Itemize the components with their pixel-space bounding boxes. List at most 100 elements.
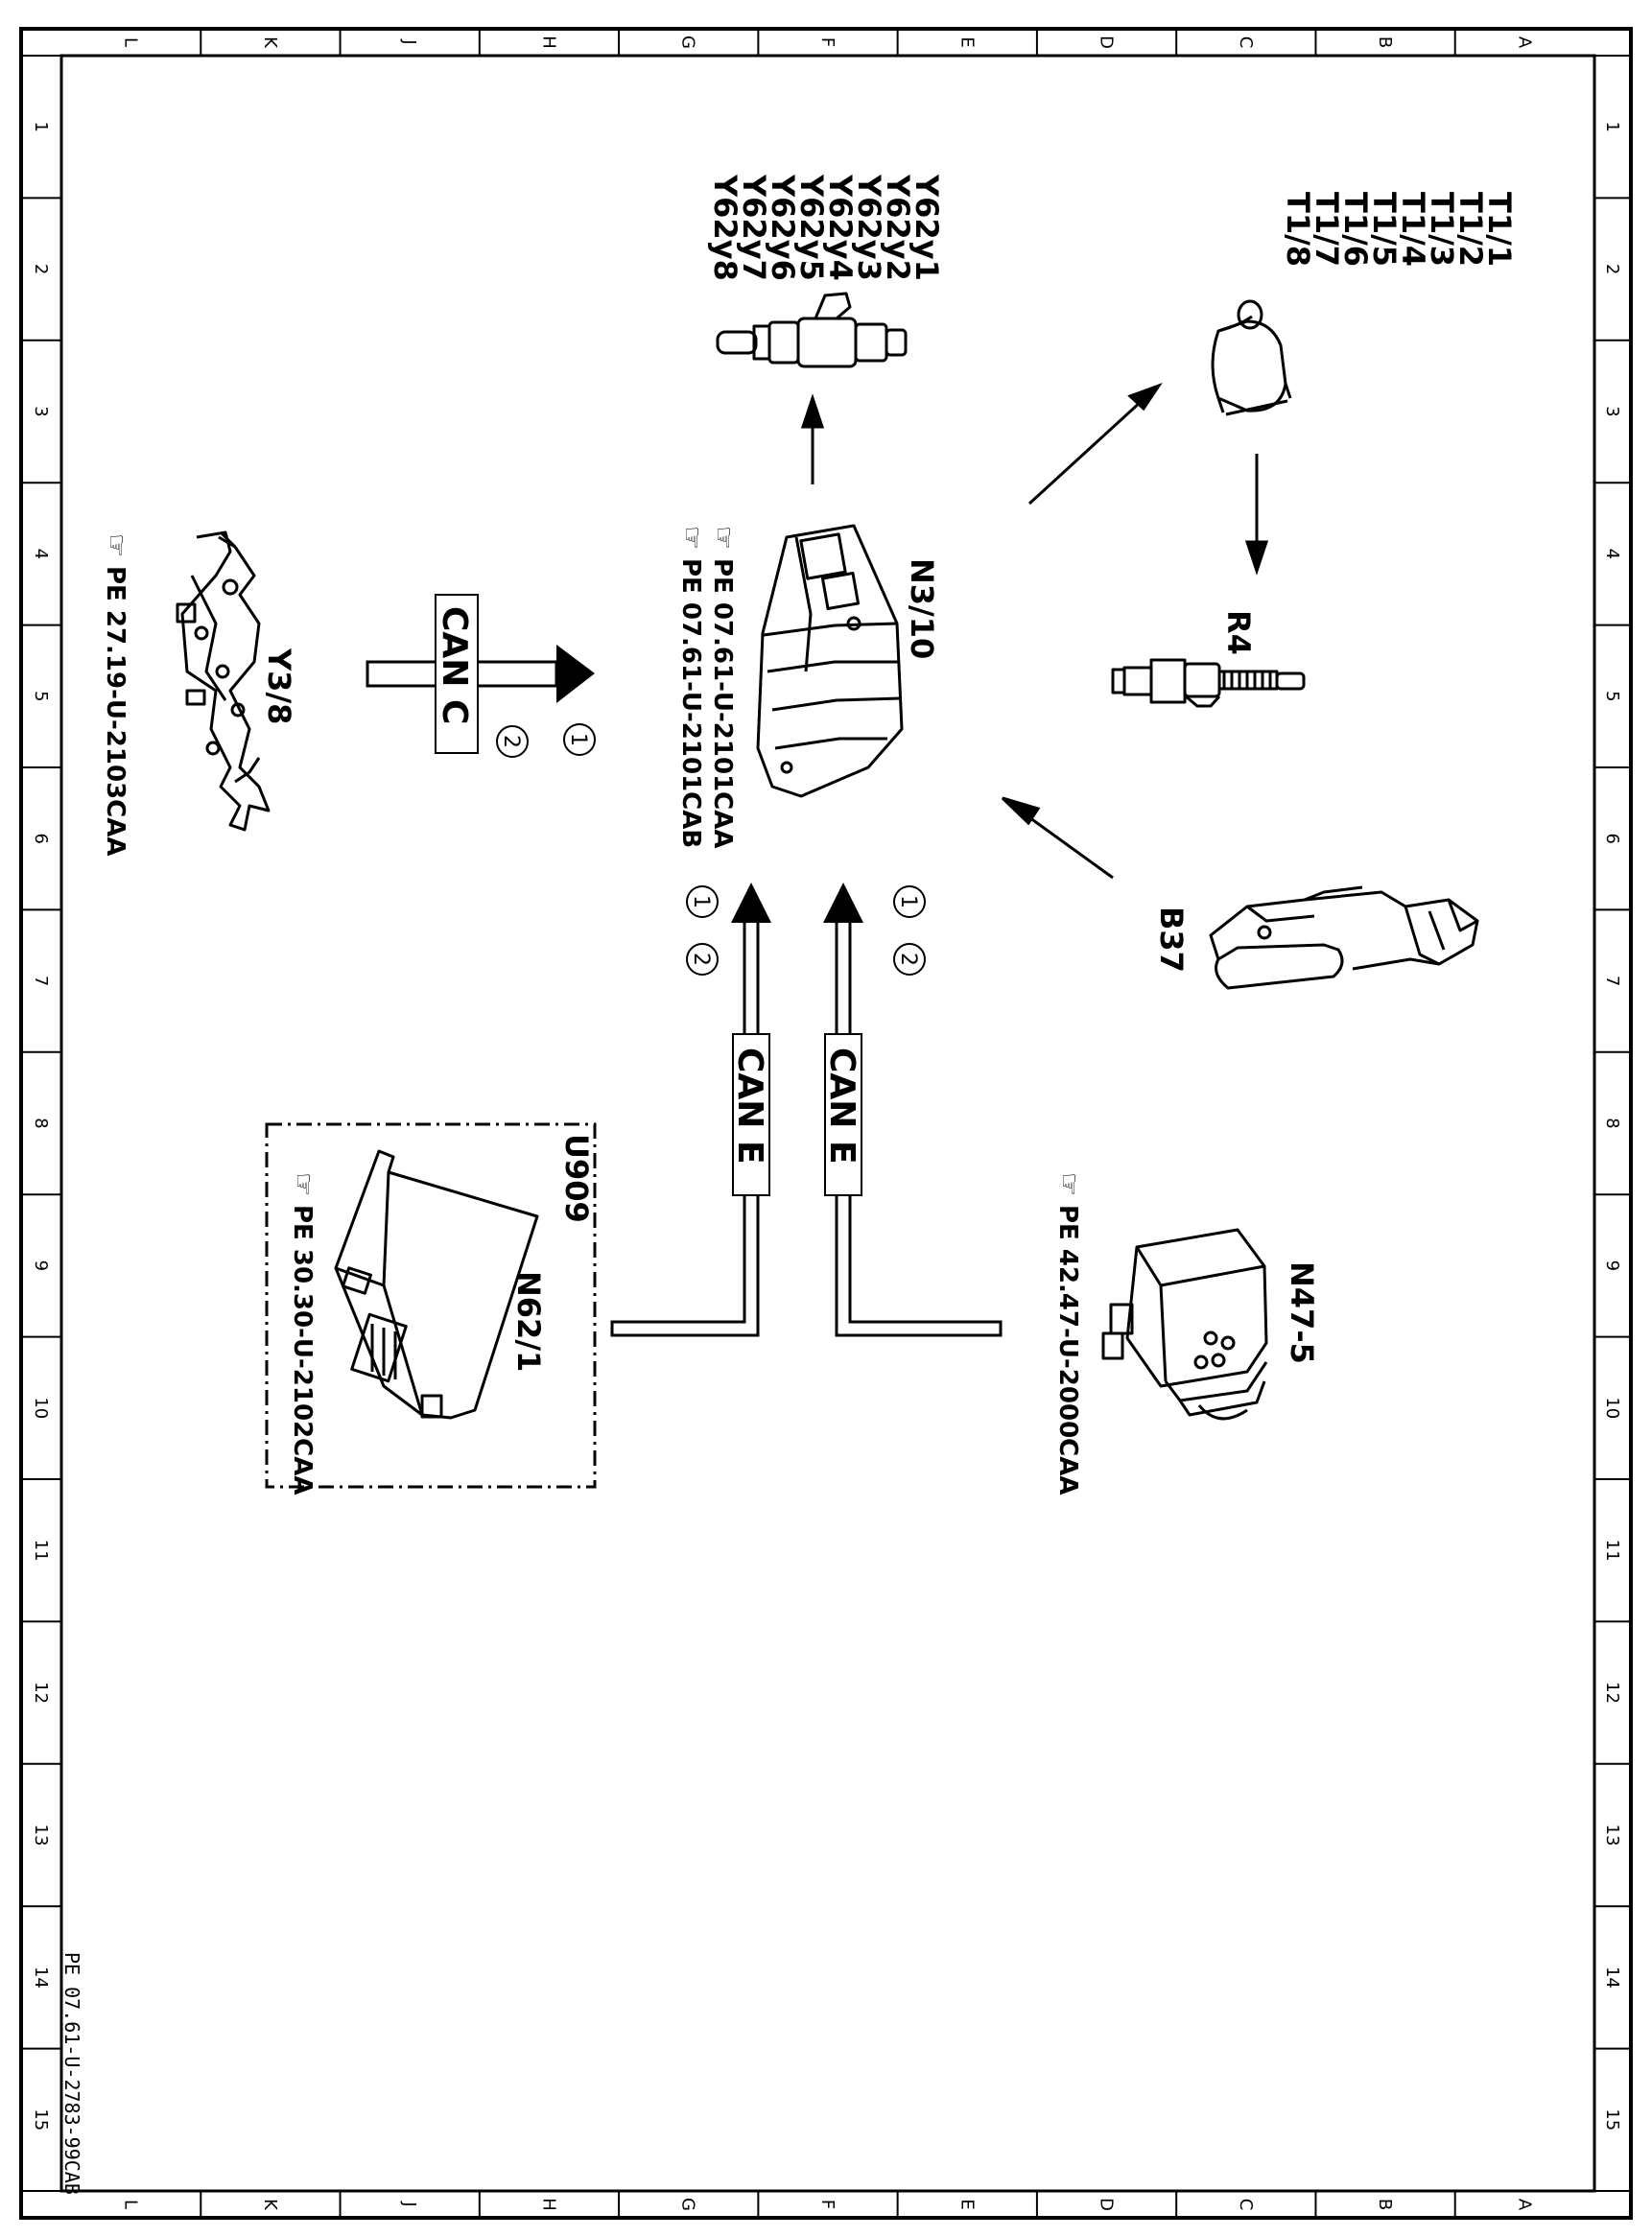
row-ticks [21,197,1631,2050]
spark-plug-label: R4 [1220,610,1257,655]
t1-label-8: T1/8 [1280,192,1316,267]
row-label: 7 [1602,976,1622,986]
control-unit-labels: U909 N62/1 ☞ PE 30.30-U-2102CAA [288,1134,595,1495]
row-label: 14 [1602,1966,1622,1989]
column-ticks [200,29,1456,2218]
abs-unit-ref: PE 42.47-U-2000CAA [1053,1205,1082,1495]
abs-unit-drawing [1101,1228,1268,1421]
row-label: 5 [31,691,51,701]
column-label: F [817,37,838,47]
column-label: B [1375,36,1395,48]
can-e-1-label: CAN E [822,1048,861,1165]
can-c-marker-circle-2 [496,725,529,758]
can-e-1-marker-circle-2 [893,943,926,976]
row-label: 11 [31,1540,51,1562]
valve-body-drawing [176,530,271,832]
column-label: C [1236,2199,1256,2211]
can-e-2-arrow-head [731,883,771,923]
row-label: 5 [1602,691,1622,701]
control-unit-ref-icon: ☞ [288,1172,319,1196]
y62-label-5: Y62y5 [793,174,830,281]
y62-label-3: Y62y3 [851,174,887,281]
column-label: J [399,2201,419,2206]
spark-plug-drawing [1111,658,1306,708]
row-label: 7 [31,976,51,986]
signal-arrows [800,383,1269,880]
row-label: 4 [31,549,51,559]
ecu-ref-1: PE 07.61-U-2101CAA [708,558,737,849]
column-label: C [1236,36,1256,49]
row-label: 11 [1602,1540,1622,1562]
arrow-head-spark-plug [1244,540,1269,576]
ecu-ref-icon-2: ☞ [676,526,708,550]
row-label: 4 [1602,549,1622,559]
can-c-marker-circle-1 [563,723,596,756]
row-label: 8 [1602,1118,1622,1128]
row-label: 2 [31,264,51,274]
can-e-1-arrow-head [823,883,863,923]
row-label: 2 [1602,264,1622,274]
can-e-1-label-box [824,1033,862,1196]
column-label: A [1514,36,1534,49]
column-label: F [817,2200,838,2209]
row-label: 6 [31,833,51,843]
column-label: H [538,2198,558,2211]
column-label: H [538,35,558,49]
can-e-1-marker-circle-1 [893,885,926,918]
t1-label-2: T1/2 [1452,192,1489,267]
row-label: 9 [31,1260,51,1271]
can-c-marker-2: 2 [499,735,523,748]
column-label: K [260,36,280,49]
control-unit-drawing [334,1149,539,1420]
temperature-sensor-drawing [1211,299,1292,416]
can-e-bus-2: CAN E 1 2 [610,883,771,1337]
row-label: 1 [31,121,51,131]
u909-group-box [265,1122,597,1489]
can-e-2-marker-1: 1 [689,895,713,908]
control-unit-ref: PE 30.30-U-2102CAA [288,1205,317,1495]
column-label: G [678,2198,698,2211]
ecu-labels: N3/10 ☞ PE 07.61-U-2101CAA ☞ PE 07.61-U-… [676,526,940,849]
row-label: 1 [1602,121,1622,131]
row-label: 12 [1602,1682,1622,1704]
column-label: D [1097,2198,1117,2211]
row-label: 10 [31,1397,51,1419]
column-label: D [1097,35,1117,49]
abs-unit-labels: N47-5 ☞ PE 42.47-U-2000CAA [1053,1172,1320,1495]
can-e-2-marker-circle-2 [686,943,719,976]
t1-label-6: T1/6 [1337,192,1374,267]
t1-label-4: T1/4 [1395,192,1431,267]
row-label: 14 [31,1966,51,1989]
row-label: 8 [31,1118,51,1128]
can-c-label-box [435,594,479,754]
can-e-2-marker-2: 2 [689,953,713,966]
can-c-marker-1: 1 [566,733,590,746]
row-label: 15 [1602,2108,1622,2131]
row-label: 10 [1602,1397,1622,1419]
can-c-bus: CAN C 1 2 [366,594,596,758]
column-label: L [121,2200,141,2209]
y62-label-1: Y62y1 [909,174,945,281]
ecu-ref-2: PE 07.61-U-2101CAB [676,558,705,848]
column-label: E [956,36,977,47]
row-label: 12 [31,1682,51,1704]
y62-label-6: Y62y6 [765,174,801,281]
y62-label-4: Y62y4 [822,174,859,281]
valve-body-ref-icon: ☞ [101,533,132,557]
column-label: G [678,35,698,49]
valve-body-labels: Y3/8 ☞ PE 27.19-U-2103CAA [101,533,297,857]
injector-drawing [716,292,908,368]
ecu-drawing [756,524,904,798]
row-label: 13 [31,1825,51,1847]
abs-unit-ref-icon: ☞ [1053,1172,1085,1196]
row-label: 9 [1602,1260,1622,1271]
can-e-bus-1: CAN E 1 2 [822,883,1003,1337]
row-label: 6 [1602,833,1622,843]
u909-label: U909 [558,1134,595,1223]
can-e-2-label-box [732,1033,770,1196]
row-label: 15 [31,2108,51,2131]
valve-body-label: Y3/8 [261,648,297,724]
